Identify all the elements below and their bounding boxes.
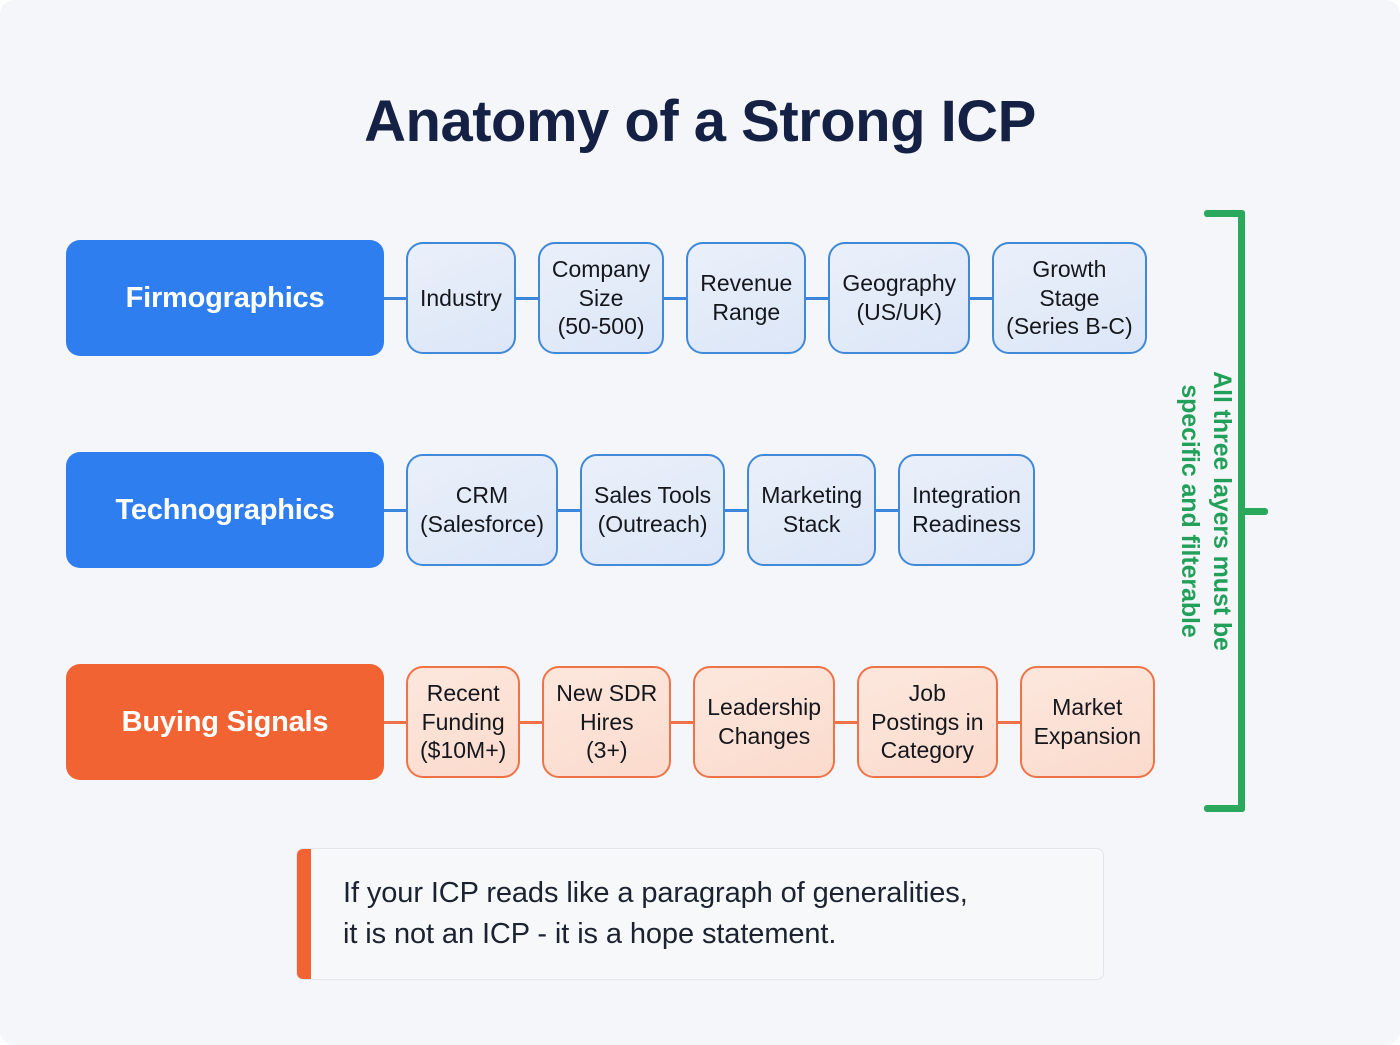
- connector-line: [515, 296, 538, 300]
- attribute-chip-marketing-stack[interactable]: Marketing Stack: [747, 454, 877, 566]
- attribute-chip-revenue-range[interactable]: Revenue Range: [686, 242, 807, 354]
- attribute-chip-market-expansion[interactable]: Market Expansion: [1019, 666, 1156, 778]
- attribute-chip-crm-salesforce[interactable]: CRM (Salesforce): [406, 454, 558, 566]
- connector-line: [835, 720, 858, 724]
- connector-line: [384, 296, 406, 300]
- attribute-chip-company-size-50-500[interactable]: Company Size (50-500): [537, 242, 665, 354]
- bracket-note: All three layers must be specific and fi…: [1176, 371, 1237, 651]
- connector-line: [997, 720, 1020, 724]
- connector-line: [384, 720, 406, 724]
- callout-accent-bar: [297, 849, 311, 979]
- attribute-chip-sales-tools-outreach[interactable]: Sales Tools (Outreach): [579, 454, 726, 566]
- bracket-middle-tick: [1238, 508, 1268, 515]
- attribute-chip-geography-us-uk[interactable]: Geography (US/UK): [828, 242, 971, 354]
- attribute-chip-new-sdr-hires-3[interactable]: New SDR Hires (3+): [542, 666, 672, 778]
- connector-line: [671, 720, 694, 724]
- connector-line: [806, 296, 829, 300]
- connector-line: [384, 508, 406, 512]
- connector-line: [520, 720, 543, 724]
- bracket-top-arm: [1204, 210, 1245, 217]
- connector-line: [664, 296, 687, 300]
- connector-line: [876, 508, 899, 512]
- connector-line: [970, 296, 993, 300]
- attribute-chip-growth-stage-series-b-c[interactable]: Growth Stage (Series B-C): [992, 242, 1147, 354]
- layer-label-firmographics[interactable]: Firmographics: [66, 240, 384, 356]
- connector-line: [725, 508, 748, 512]
- grouping-bracket-icon: [1204, 210, 1268, 812]
- bracket-bottom-arm: [1204, 805, 1245, 812]
- connector-line: [557, 508, 580, 512]
- layer-label-technographics[interactable]: Technographics: [66, 452, 384, 568]
- attribute-chip-integration-readiness[interactable]: Integration Readiness: [898, 454, 1035, 566]
- attribute-chip-recent-funding-10m[interactable]: Recent Funding ($10M+): [406, 666, 521, 778]
- attribute-chip-job-postings-in-category[interactable]: Job Postings in Category: [857, 666, 998, 778]
- layer-label-buying-signals[interactable]: Buying Signals: [66, 664, 384, 780]
- callout-box: If your ICP reads like a paragraph of ge…: [296, 848, 1104, 980]
- attribute-chip-leadership-changes[interactable]: Leadership Changes: [693, 666, 836, 778]
- callout-text: If your ICP reads like a paragraph of ge…: [343, 876, 968, 950]
- page-title: Anatomy of a Strong ICP: [364, 89, 1036, 154]
- attribute-chip-industry[interactable]: Industry: [406, 242, 516, 354]
